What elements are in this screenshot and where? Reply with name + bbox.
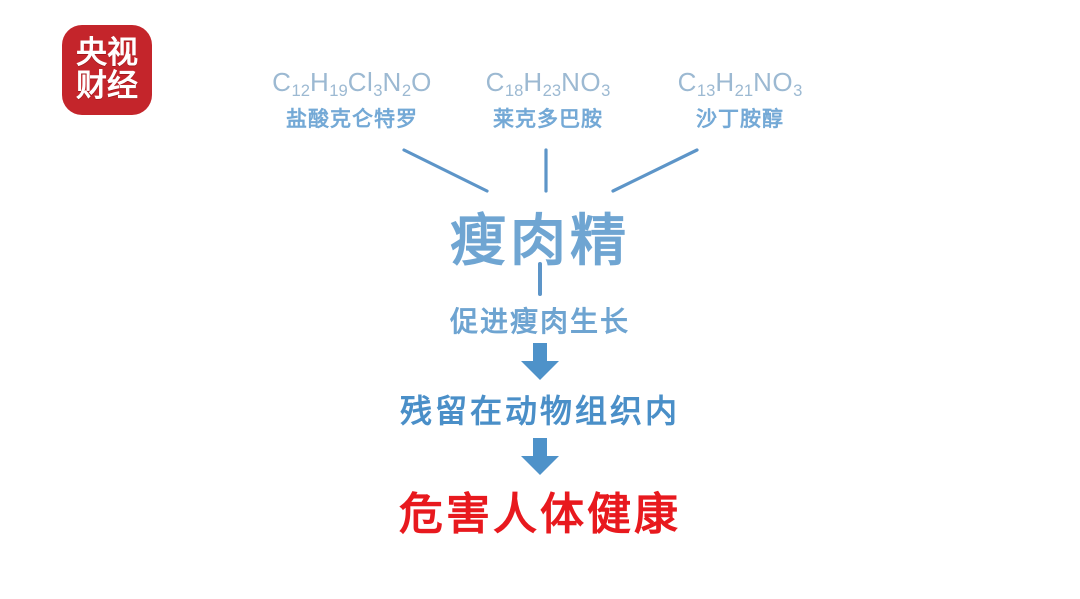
down-arrow-icon [521,343,559,380]
formula-token: NO [561,67,602,97]
formula-subscript: 18 [504,80,524,100]
compound-clenbuterol: C12H19Cl3N2O 盐酸克仑特罗 [232,68,472,133]
formula-subscript: 12 [291,80,310,100]
connector-line-left [402,148,489,193]
compound-formula: C12H19Cl3N2O [232,67,472,100]
formula-token: C [272,67,292,97]
formula-subscript: 2 [401,80,412,100]
formula-subscript: 19 [329,80,348,100]
compound-name: 沙丁胺醇 [696,106,784,131]
down-arrow-icon [521,438,559,475]
compound-formula: C13H21NO3 [620,67,860,100]
formula-token: NO [753,67,794,97]
stage-promote-growth: 促进瘦肉生长 [449,305,630,338]
logo-line-2: 财经 [76,71,138,102]
stage-residue-in-tissue: 残留在动物组织内 [399,392,680,430]
compound-formula: C18H23NO3 [428,67,668,100]
formula-token: H [715,67,735,97]
compound-ractopamine: C18H23NO3 莱克多巴胺 [428,68,668,133]
logo-text-top: 央视 [76,35,138,71]
formula-subscript: 3 [601,80,611,100]
formula-token: C [677,67,697,97]
formula-subscript: 23 [542,80,562,100]
formula-token: C [485,67,505,97]
cctv-finance-logo: 央视 财经 [62,25,152,115]
formula-token: H [523,67,543,97]
logo-text-bottom: 财经 [76,68,138,104]
compound-salbutamol: C13H21NO3 沙丁胺醇 [620,68,860,133]
formula-subscript: 13 [696,80,716,100]
formula-token: O [411,67,432,97]
formula-subscript: 3 [373,80,383,100]
formula-token: H [309,67,330,97]
stage-harms-health: 危害人体健康 [399,489,681,540]
formula-subscript: 21 [734,80,754,100]
formula-token: Cl [347,67,374,97]
compound-name: 莱克多巴胺 [493,106,603,131]
compound-name: 盐酸克仑特罗 [286,106,418,131]
logo-line-1: 央视 [76,38,138,69]
formula-subscript: 3 [793,80,803,100]
formula-token: N [382,67,402,97]
main-title: 瘦肉精 [450,209,630,274]
connector-line-right [611,148,699,193]
